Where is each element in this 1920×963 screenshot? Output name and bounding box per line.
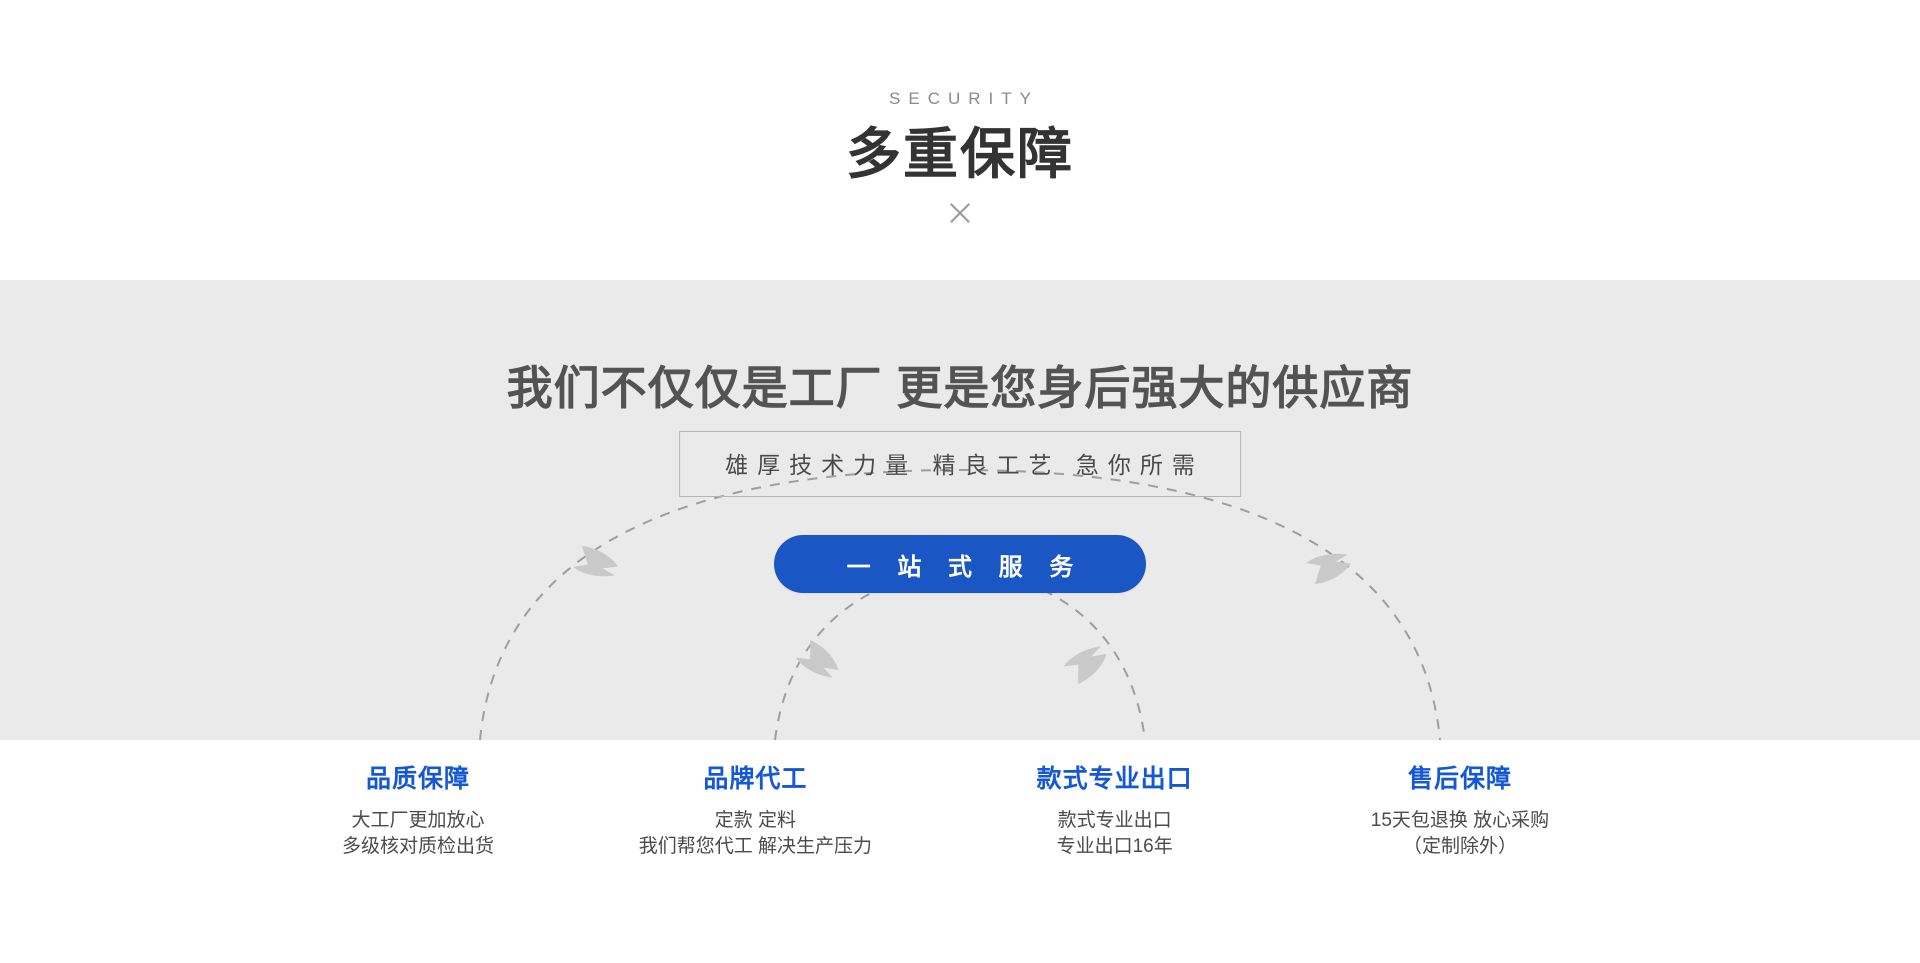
benefit-line-1: 款式专业出口 <box>1057 810 1172 832</box>
arrow-outer-right <box>1306 553 1351 585</box>
benefit-column-export: 款式专业出口 款式专业出口 专业出口16年 <box>985 764 1245 861</box>
benefit-column-oem: 品牌代工 定款 定料 我们帮您代工 解决生产压力 <box>595 764 915 861</box>
arrow-outer-left <box>573 545 618 577</box>
benefit-line-1: 大工厂更加放心 <box>351 810 485 832</box>
x-divider-icon <box>947 200 973 226</box>
benefit-line-2: 我们帮您代工 解决生产压力 <box>638 836 872 858</box>
benefit-line-1: 定款 定料 <box>714 810 796 832</box>
benefit-lines: 定款 定料 我们帮您代工 解决生产压力 <box>595 808 915 860</box>
benefit-title: 品质保障 <box>365 765 470 793</box>
benefit-lines: 大工厂更加放心 多级核对质检出货 <box>288 808 548 860</box>
section-header: SECURITY 多重保障 <box>0 0 1920 280</box>
benefit-column-aftersales: 售后保障 15天包退换 放心采购 （定制除外） <box>1310 764 1610 861</box>
one-stop-service-button[interactable]: 一 站 式 服 务 <box>774 535 1146 593</box>
page-title: 多重保障 <box>845 123 1074 185</box>
tagline-box: 雄厚技术力量 精良工艺 急你所需 <box>679 431 1241 497</box>
benefit-line-1: 15天包退换 放心采购 <box>1370 810 1550 832</box>
section-eyebrow: SECURITY <box>889 89 1039 108</box>
feature-band: 我们不仅仅是工厂 更是您身后强大的供应商 雄厚技术力量 精良工艺 急你所需 一 … <box>0 280 1920 740</box>
benefit-line-2: 多级核对质检出货 <box>341 836 494 858</box>
tagline-text: 雄厚技术力量 精良工艺 急你所需 <box>725 452 1204 478</box>
outer-arc-path <box>479 468 1441 740</box>
benefits-band: 品质保障 大工厂更加放心 多级核对质检出货 品牌代工 定款 定料 我们帮您代工 … <box>0 740 1920 963</box>
arrow-inner-left <box>795 639 839 678</box>
benefit-lines: 款式专业出口 专业出口16年 <box>985 808 1245 860</box>
arrow-inner-right <box>1063 646 1107 685</box>
benefit-title: 售后保障 <box>1407 765 1512 793</box>
inner-arc-path <box>774 570 1146 740</box>
benefit-lines: 15天包退换 放心采购 （定制除外） <box>1310 808 1610 860</box>
benefit-line-2: 专业出口16年 <box>1056 836 1173 858</box>
benefits-columns: 品质保障 大工厂更加放心 多级核对质检出货 品牌代工 定款 定料 我们帮您代工 … <box>310 740 1610 861</box>
benefit-title: 款式专业出口 <box>1036 765 1193 793</box>
benefit-column-quality: 品质保障 大工厂更加放心 多级核对质检出货 <box>288 764 548 861</box>
benefit-title: 品牌代工 <box>703 765 808 793</box>
benefit-line-2: （定制除外） <box>1402 836 1517 858</box>
connector-arcs <box>479 468 1441 740</box>
feature-headline: 我们不仅仅是工厂 更是您身后强大的供应商 <box>506 362 1414 414</box>
